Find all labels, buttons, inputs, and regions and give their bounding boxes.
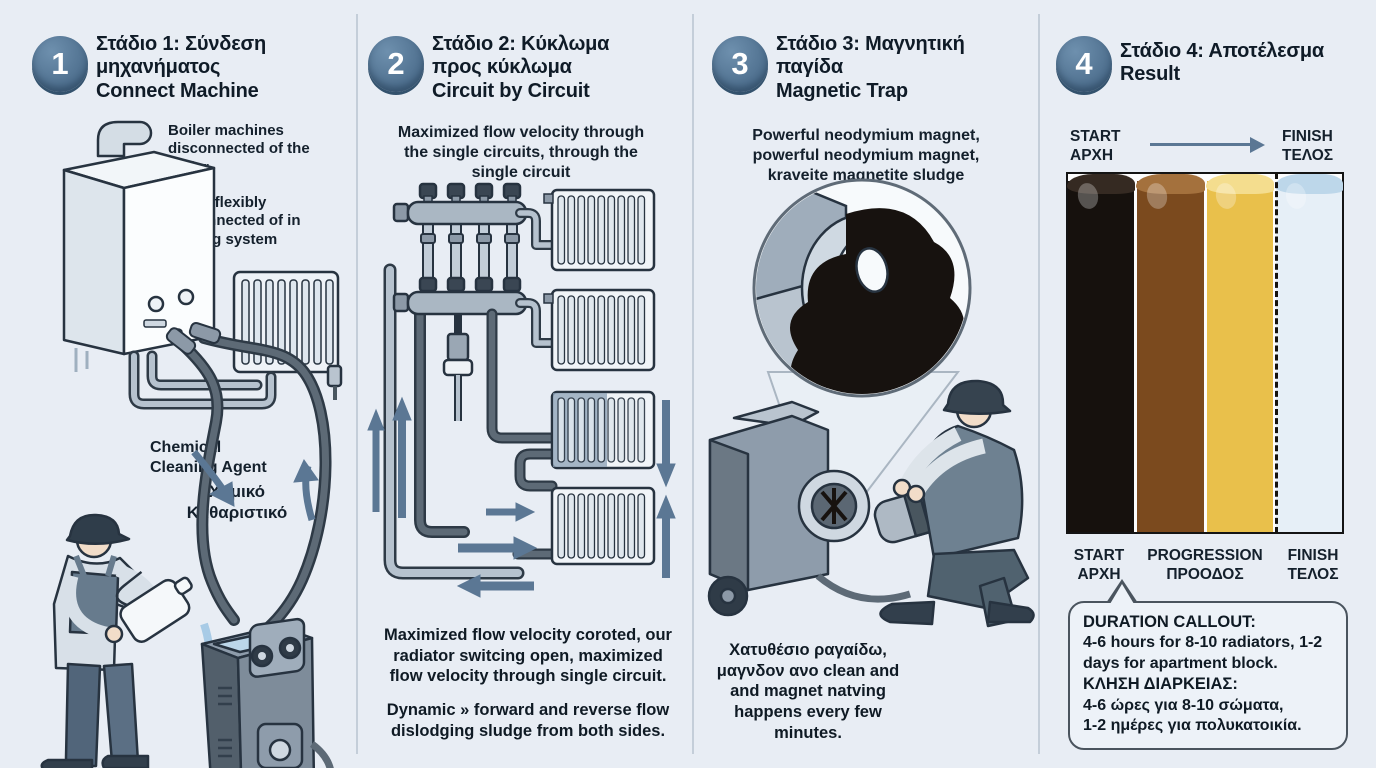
stage-3-number: 3 — [731, 46, 749, 81]
result-panel — [1066, 172, 1344, 534]
technician-kneeling-icon — [879, 379, 1035, 628]
callout-body-en: 4-6 hours for 8-10 radiators, 1-2 days f… — [1083, 634, 1323, 672]
stage-4-number: 4 — [1075, 46, 1093, 81]
column-divider-1 — [356, 14, 358, 754]
column-divider-3 — [1038, 14, 1040, 754]
flow-arrows — [367, 396, 676, 598]
liquid-column-yellow — [1205, 174, 1274, 532]
chemical-jug-icon — [115, 570, 193, 643]
flow-arrow-icon — [191, 449, 319, 521]
liquid-surface — [1136, 174, 1205, 194]
stage-1-number: 1 — [51, 46, 69, 81]
column-divider-2 — [692, 14, 694, 754]
stage-3-subtitle: Powerful neodymium magnet, powerful neod… — [752, 127, 980, 184]
stage-2-badge: 2 — [368, 36, 424, 92]
callout-body-el: 4-6 ώρες για 8-10 σώματα, 1-2 ημέρες για… — [1083, 696, 1302, 735]
liquid-column-start — [1067, 174, 1136, 532]
stage-2-number: 2 — [387, 46, 405, 81]
stage-1-illustration — [40, 120, 343, 768]
liquid-surface — [1205, 174, 1274, 194]
stage-2-title: Στάδιο 2: Κύκλωμα προς κύκλωμα Circuit b… — [432, 33, 610, 102]
trv-valve-icon — [442, 314, 474, 421]
timeline-finish-label: FINISH ΤΕΛΟΣ — [1282, 128, 1334, 164]
stage-1-title: Στάδιο 1: Σύνδεση μηχανήματος Connect Ma… — [96, 33, 267, 102]
dashed-threshold-line — [1274, 173, 1278, 533]
callout-title-en: DURATION CALLOUT: — [1083, 613, 1256, 631]
manifold-bottom-icon — [392, 276, 528, 316]
stage-2-body-1: Maximized flow velocity coroted, our rad… — [384, 626, 672, 686]
timeline-arrow-line — [1150, 143, 1250, 146]
stage-4-badge: 4 — [1056, 36, 1112, 92]
stage-3-illustration — [707, 178, 1035, 628]
duration-callout: DURATION CALLOUT: 4-6 hours for 8-10 rad… — [1068, 579, 1348, 750]
liquid-surface — [1274, 174, 1343, 194]
boiler-icon — [62, 120, 216, 372]
panel-label-finish: FINISH ΤΕΛΟΣ — [1287, 547, 1339, 584]
stage-3-title: Στάδιο 3: Μαγνητική παγίδα Magnetic Trap — [776, 33, 965, 102]
stage-3-badge: 3 — [712, 36, 768, 92]
stage-4-title: Στάδιο 4: Αποτέλεσμα Result — [1120, 40, 1325, 86]
manifold-top-icon — [392, 182, 528, 226]
technician-pouring-icon — [40, 513, 214, 768]
liquid-surface — [1067, 174, 1136, 194]
liquid-column-brown — [1136, 174, 1205, 532]
callout-title-el: ΚΛΗΣΗ ΔΙΑΡΚΕΙΑΣ: — [1083, 675, 1238, 694]
stage-1-badge: 1 — [32, 36, 88, 92]
circuit-radiators — [543, 188, 656, 566]
magnet-closeup-icon — [752, 178, 972, 398]
panel-label-progression: PROGRESSION ΠΡΟΟΔΟΣ — [1147, 547, 1263, 584]
timeline-arrow-head — [1250, 136, 1265, 153]
hoses-icon — [165, 322, 332, 652]
liquid-column-finish — [1274, 174, 1343, 532]
flushing-machine-icon — [200, 617, 334, 768]
timeline-start-label: START ΑΡΧΗ — [1070, 128, 1121, 164]
stage-2-body-2: Dynamic » forward and reverse flow dislo… — [386, 701, 670, 740]
stage-2-subtitle: Maximized flow velocity through the sing… — [397, 124, 645, 181]
stage-3-body: Χατυθέσιο ραγαίδω, μαγνδον ανο clean and… — [716, 641, 900, 742]
stage-2-illustration — [367, 182, 676, 598]
